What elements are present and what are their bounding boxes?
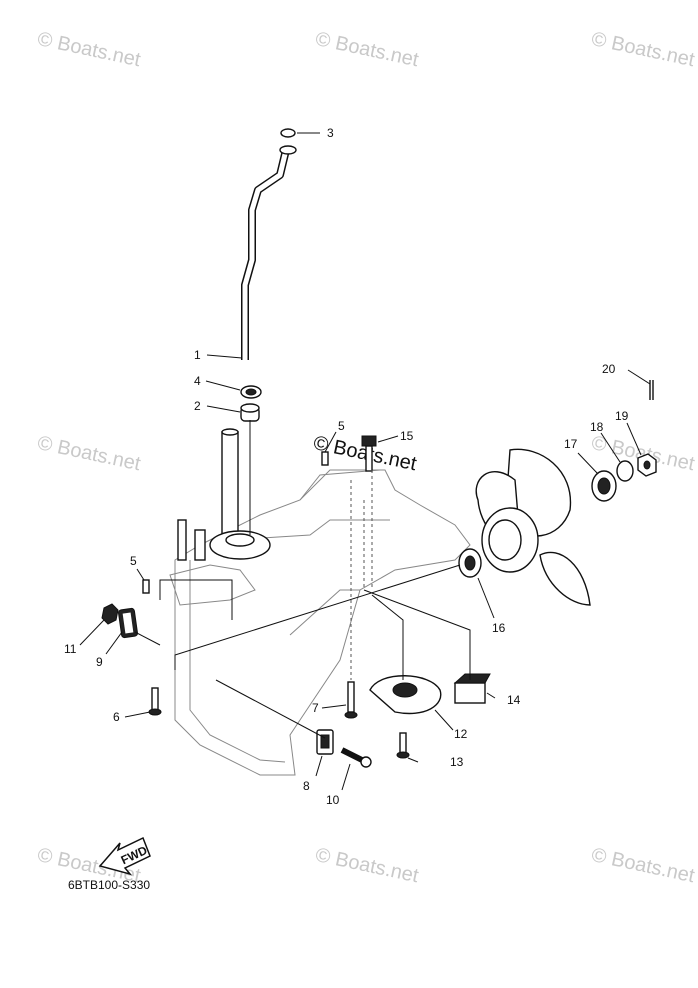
bolt-part-10 — [340, 747, 372, 768]
water-pipe — [241, 145, 297, 360]
callout-10: 10 — [326, 793, 340, 807]
trim-tab-part-12 — [369, 675, 442, 715]
callout-17: 17 — [564, 437, 578, 451]
nut-part-19 — [637, 453, 657, 477]
callout-2: 2 — [194, 399, 201, 413]
bolt-part-6 — [148, 687, 162, 716]
callout-3: 3 — [327, 126, 334, 140]
leader-lines — [79, 132, 651, 791]
callout-7: 7 — [312, 701, 319, 715]
bolt-part-7 — [344, 681, 358, 719]
callout-8: 8 — [303, 779, 310, 793]
callout-15: 15 — [400, 429, 414, 443]
seal-part-4 — [240, 385, 262, 399]
diagram-code: 6BTB100-S330 — [68, 878, 151, 892]
lower-case-outline — [174, 469, 471, 776]
callout-5-left: 5 — [130, 554, 137, 568]
callout-5-center: 5 — [338, 419, 345, 433]
rubber-seal-part-9 — [118, 607, 138, 639]
callout-1: 1 — [194, 348, 201, 362]
callout-14: 14 — [507, 693, 521, 707]
bolt-part-15 — [361, 435, 377, 472]
callout-4: 4 — [194, 374, 201, 388]
dowel-pin-part-5-center — [321, 451, 329, 466]
nut-part-11 — [101, 603, 119, 625]
callout-20: 20 — [602, 362, 616, 376]
anode-part-14 — [453, 673, 491, 704]
callout-12: 12 — [454, 727, 468, 741]
grommet-part-3 — [280, 128, 296, 138]
callout-13: 13 — [450, 755, 464, 769]
holder-part-8 — [316, 729, 334, 755]
callout-9: 9 — [96, 655, 103, 669]
callout-19: 19 — [615, 409, 629, 423]
callout-18: 18 — [590, 420, 604, 434]
bolt-part-13 — [396, 732, 410, 759]
callout-11: 11 — [64, 642, 77, 656]
propeller — [475, 448, 591, 606]
forward-arrow: FWD — [98, 836, 151, 876]
thrust-washer-part-16 — [458, 548, 482, 578]
washer-part-18 — [616, 460, 634, 482]
dowel-pin-part-5-left — [142, 579, 150, 594]
spacer-part-17 — [591, 470, 617, 502]
cotter-pin-part-20 — [649, 380, 654, 400]
drive-shaft — [177, 420, 271, 561]
grommet-part-2 — [240, 403, 260, 422]
callout-6: 6 — [113, 710, 120, 724]
callout-16: 16 — [492, 621, 506, 635]
